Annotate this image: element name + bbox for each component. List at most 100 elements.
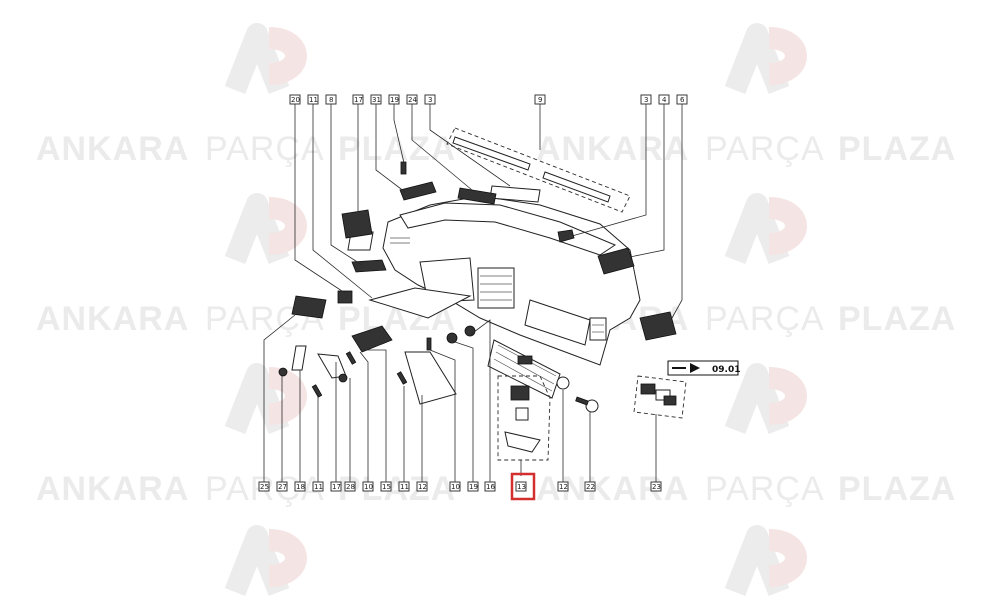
svg-text:3: 3	[428, 96, 432, 104]
svg-text:12: 12	[418, 483, 427, 491]
svg-text:PLAZA: PLAZA	[838, 470, 956, 508]
svg-text:PARÇA: PARÇA	[705, 470, 825, 508]
reference-badge: 09.01	[667, 360, 740, 376]
svg-text:27: 27	[278, 483, 287, 491]
svg-text:ANKARA: ANKARA	[36, 300, 189, 338]
svg-text:PARÇA: PARÇA	[705, 130, 825, 168]
svg-text:ANKARA: ANKARA	[36, 470, 189, 508]
callout-box[interactable]: 12	[416, 481, 428, 492]
callout-box[interactable]: 4	[658, 94, 670, 105]
callout-box[interactable]: 11	[398, 481, 410, 492]
bolt-22	[585, 399, 599, 413]
callout-box[interactable]: 16	[484, 481, 496, 492]
dashboard-upper-shelf	[399, 202, 617, 256]
callout-box[interactable]: 20	[289, 94, 301, 105]
svg-text:20: 20	[291, 96, 300, 104]
switch-1	[640, 383, 656, 395]
side-vent-17	[341, 209, 373, 239]
callout-box[interactable]: 27	[276, 481, 288, 492]
svg-text:PARÇA: PARÇA	[705, 300, 825, 338]
svg-text:11: 11	[314, 483, 323, 491]
svg-text:19: 19	[469, 483, 478, 491]
bottom-callouts: 25 27 18 11 17 28 10 15 11 12 10 19 16 1…	[258, 472, 662, 501]
svg-text:8: 8	[329, 96, 333, 104]
dash-passenger-panel	[524, 299, 591, 346]
dash-right-vent	[589, 317, 607, 341]
switch-2	[655, 389, 671, 401]
defrost-strip-left	[452, 136, 531, 171]
callout-box[interactable]: 8	[325, 94, 337, 105]
callout-box[interactable]: 15	[380, 481, 392, 492]
svg-text:31: 31	[372, 96, 381, 104]
callout-box[interactable]: 3	[424, 94, 436, 105]
callout-box[interactable]: 19	[388, 94, 400, 105]
bracket-27	[291, 345, 307, 371]
lower-panel-12	[404, 351, 457, 405]
grille-25	[291, 295, 327, 319]
knob-16	[464, 325, 476, 337]
callout-box[interactable]: 10	[449, 481, 461, 492]
push-clip-3	[557, 229, 575, 243]
svg-text:13: 13	[517, 483, 526, 491]
callout-box[interactable]: 9	[534, 94, 546, 105]
callout-box-highlighted[interactable]: 13	[510, 472, 536, 501]
svg-text:PLAZA: PLAZA	[838, 130, 956, 168]
dashboard-drawing	[347, 195, 641, 366]
svg-text:28: 28	[346, 483, 355, 491]
svg-text:12: 12	[559, 483, 568, 491]
leader-lines	[263, 103, 683, 482]
defrost-strip-right	[542, 171, 611, 203]
callout-box[interactable]: 12	[557, 481, 569, 492]
callout-box[interactable]: 22	[584, 481, 596, 492]
latch-kit-part-3	[504, 431, 541, 453]
watermark-row: ANKARA PARÇA PLAZA ANKARA PARÇA PLAZA	[36, 130, 956, 168]
svg-text:11: 11	[309, 96, 318, 104]
watermark-logo	[224, 193, 307, 265]
grille-8	[351, 259, 387, 273]
svg-text:6: 6	[680, 96, 685, 104]
watermark-logo	[724, 23, 807, 95]
callout-box[interactable]: 11	[307, 94, 319, 105]
svg-text:3: 3	[644, 96, 648, 104]
svg-text:17: 17	[354, 96, 363, 104]
svg-text:ANKARA: ANKARA	[36, 130, 189, 168]
callout-box[interactable]: 6	[676, 94, 688, 105]
screw-top	[400, 161, 407, 175]
latch-kit-part-2	[515, 407, 529, 421]
svg-text:PLAZA: PLAZA	[338, 130, 456, 168]
bolt-22-shaft	[575, 396, 589, 406]
svg-text:18: 18	[296, 483, 305, 491]
callout-box[interactable]: 17	[330, 481, 342, 492]
watermark-logo	[224, 525, 307, 597]
svg-text:4: 4	[662, 96, 667, 104]
callout-box[interactable]: 3	[640, 94, 652, 105]
callout-box[interactable]: 25	[258, 481, 270, 492]
callout-box[interactable]: 31	[370, 94, 382, 105]
watermark-logo	[724, 363, 807, 435]
svg-text:11: 11	[400, 483, 409, 491]
latch-kit-part-1	[510, 385, 530, 401]
callout-box[interactable]: 19	[467, 481, 479, 492]
callout-box[interactable]: 11	[312, 481, 324, 492]
loose-parts	[278, 127, 687, 461]
svg-text:PLAZA: PLAZA	[338, 470, 456, 508]
screw-17a	[345, 351, 357, 365]
callout-box[interactable]: 23	[650, 481, 662, 492]
callout-box[interactable]: 28	[344, 481, 356, 492]
rivet-18	[338, 373, 348, 383]
svg-text:22: 22	[586, 483, 595, 491]
watermark-logo	[224, 363, 307, 435]
svg-text:09.01: 09.01	[712, 365, 740, 375]
arrow-icon	[690, 363, 700, 373]
latch-kit-box	[497, 375, 551, 461]
callout-box[interactable]: 24	[406, 94, 418, 105]
callout-box[interactable]: 10	[362, 481, 374, 492]
switch-group-box	[633, 375, 687, 419]
callout-box[interactable]: 17	[352, 94, 364, 105]
callout-box[interactable]: 18	[294, 481, 306, 492]
highlight-frame	[510, 472, 536, 501]
watermark-logo	[724, 525, 807, 597]
vent-4	[597, 247, 635, 275]
svg-text:15: 15	[382, 483, 391, 491]
